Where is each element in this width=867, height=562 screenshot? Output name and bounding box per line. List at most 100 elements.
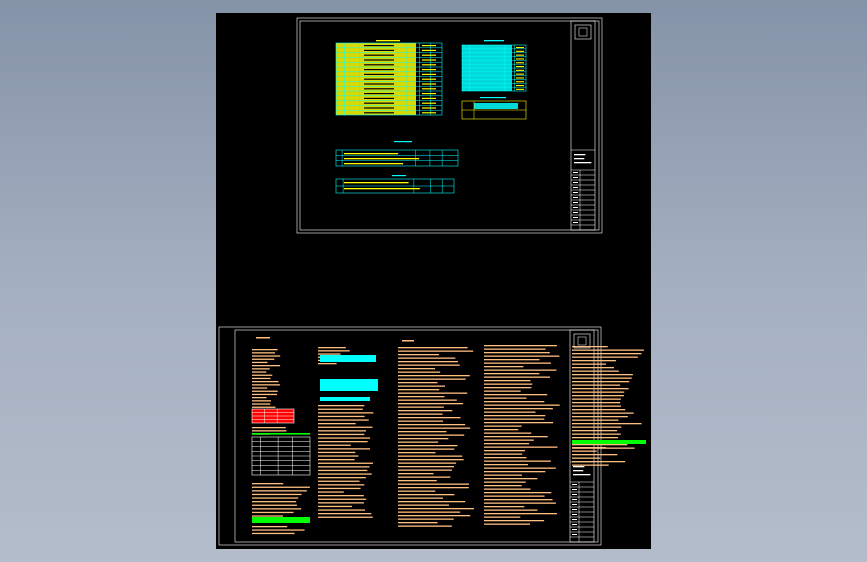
col4-text: [484, 481, 526, 483]
summary-qty-text: [516, 66, 524, 68]
sheet-1-title-block-cell-text: [573, 222, 578, 223]
col3-text: [398, 490, 436, 492]
sheet-2-title-block-logo-box: [573, 333, 591, 349]
col5-text: [572, 374, 633, 376]
col5-text: [572, 398, 621, 400]
col1-heading: [256, 337, 270, 339]
col4-text: [484, 457, 527, 459]
summary-title: [484, 40, 504, 42]
col4-text: [484, 418, 545, 420]
col2-text-b: [318, 477, 366, 479]
col3-text: [398, 480, 437, 482]
col4-text: [484, 499, 553, 501]
col3-text: [398, 399, 457, 401]
col1-text: [252, 374, 273, 376]
sheet-2-title-block-cell-text: [572, 489, 577, 490]
col1-text-c: [252, 490, 307, 492]
col5-text: [572, 437, 619, 439]
col3-text: [398, 378, 466, 380]
sheet-2-title-block-cell-text: [572, 529, 577, 530]
col5-text: [572, 391, 625, 393]
col2-text-b: [318, 437, 371, 439]
material-row-text: [364, 97, 394, 99]
notes-column-1: [251, 337, 311, 535]
col3-text: [398, 466, 455, 468]
col4-text: [484, 397, 527, 399]
material-qty-text: [422, 112, 436, 114]
col2-text-b: [318, 466, 370, 468]
material-row-text: [364, 69, 394, 71]
col1-text-c: [252, 511, 294, 514]
col4-text: [484, 523, 531, 525]
col4-text: [484, 408, 553, 410]
col4-text: [484, 474, 522, 476]
col3-text: [398, 361, 458, 363]
material-row-text: [364, 83, 394, 85]
col3-text: [398, 431, 447, 433]
col1-text: [252, 387, 268, 389]
col3-text: [398, 350, 474, 352]
col2-text-b: [318, 433, 365, 436]
col3-text: [398, 455, 463, 457]
sheet-1-title-block-cell-text: [573, 202, 578, 203]
sheet-2-outer-border: [218, 326, 602, 546]
col3-text: [398, 375, 470, 377]
col5-text-b: [572, 457, 601, 459]
col2-text-b: [318, 415, 365, 418]
col4-text: [484, 492, 552, 494]
legend-fill: [474, 103, 518, 109]
col1-text: [252, 361, 268, 364]
cad-drawing-canvas[interactable]: [216, 13, 651, 549]
col2-text: [318, 347, 346, 349]
col1-text: [252, 390, 278, 392]
col4-text: [484, 348, 546, 350]
col5-text: [572, 430, 618, 432]
col2-text-b: [318, 505, 353, 508]
drawing-svg: [218, 17, 646, 546]
col2-text-b: [318, 502, 365, 504]
material-row-text: [364, 59, 394, 61]
col4-text: [484, 488, 531, 490]
summary-qty-text: [516, 47, 524, 49]
col3-text: [398, 525, 452, 527]
col2-text-b: [318, 484, 365, 486]
col5-text: [572, 405, 621, 407]
col1-text: [252, 349, 278, 351]
col4-text: [484, 383, 533, 385]
col2-text: [318, 353, 341, 355]
col3-text: [398, 406, 444, 408]
col4-text: [484, 380, 531, 382]
sheet-1-summary-table: [461, 40, 527, 92]
summary-qty-text: [516, 58, 524, 60]
col2-text-b: [318, 487, 361, 490]
col5-text: [572, 433, 621, 435]
material-qty-text: [422, 73, 436, 75]
col1-text-b: [252, 430, 287, 432]
col3-text: [398, 476, 451, 478]
col4-text: [484, 352, 550, 354]
col3-text: [398, 522, 438, 524]
sheet-2-title-block-caption: [573, 466, 585, 468]
col3-text: [398, 497, 443, 499]
col1-text-c: [252, 483, 284, 485]
col1-text: [252, 393, 278, 396]
table-title: [376, 40, 400, 42]
col5-text: [572, 381, 630, 383]
sheet-1-title-block-caption: [574, 158, 585, 160]
material-row-text: [364, 88, 394, 90]
col2-text-b: [318, 513, 372, 515]
material-row-text: [364, 78, 394, 80]
col4-text: [484, 390, 521, 392]
col2-cyan-band-3: [320, 397, 370, 401]
col4-text: [484, 495, 545, 497]
bottom-table-1-text: [344, 153, 399, 155]
col5-text: [572, 426, 622, 428]
material-row-text: [364, 73, 394, 75]
col2-text: [318, 350, 350, 352]
col4-text: [484, 422, 554, 424]
col5-text: [572, 356, 638, 358]
col3-text: [398, 420, 444, 422]
col3-text: [398, 441, 439, 443]
material-qty-text: [422, 107, 436, 109]
col4-text: [484, 404, 560, 406]
